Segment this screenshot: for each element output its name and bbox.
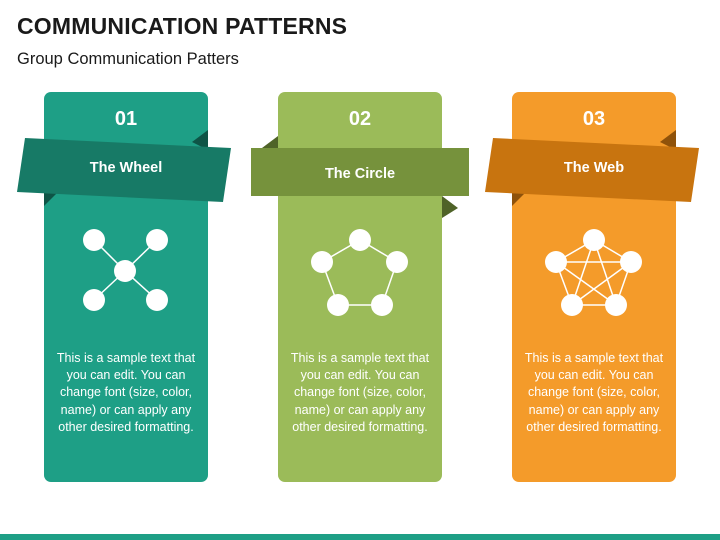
card-label: The Wheel (89, 160, 163, 176)
ribbon-banner (485, 130, 699, 206)
card-number: 01 (114, 108, 138, 130)
card-description: This is a sample text that you can edit.… (56, 351, 196, 434)
card-number: 02 (348, 108, 372, 130)
card-description: This is a sample text that you can edit.… (290, 351, 430, 434)
card-label: The Web (563, 160, 625, 176)
bottom-accent-bar (0, 534, 720, 540)
web-network-icon (545, 229, 642, 316)
ribbon-banner (251, 136, 469, 218)
ribbon-fold-right (660, 130, 676, 150)
ribbon-band (485, 138, 699, 202)
card-label: The Circle (324, 166, 396, 182)
ribbon-fold-right (192, 130, 208, 150)
page-subtitle: Group Communication Patters (17, 50, 239, 68)
ribbon-fold-right (442, 196, 458, 218)
ribbon-band (17, 138, 231, 202)
circle-network-icon (311, 229, 408, 316)
wheel-network-icon (83, 229, 168, 311)
ribbon-banner (17, 130, 231, 206)
card-number: 03 (582, 108, 606, 130)
card-description: This is a sample text that you can edit.… (524, 351, 664, 434)
ribbon-band (251, 148, 469, 196)
page-title: COMMUNICATION PATTERNS (17, 13, 348, 39)
